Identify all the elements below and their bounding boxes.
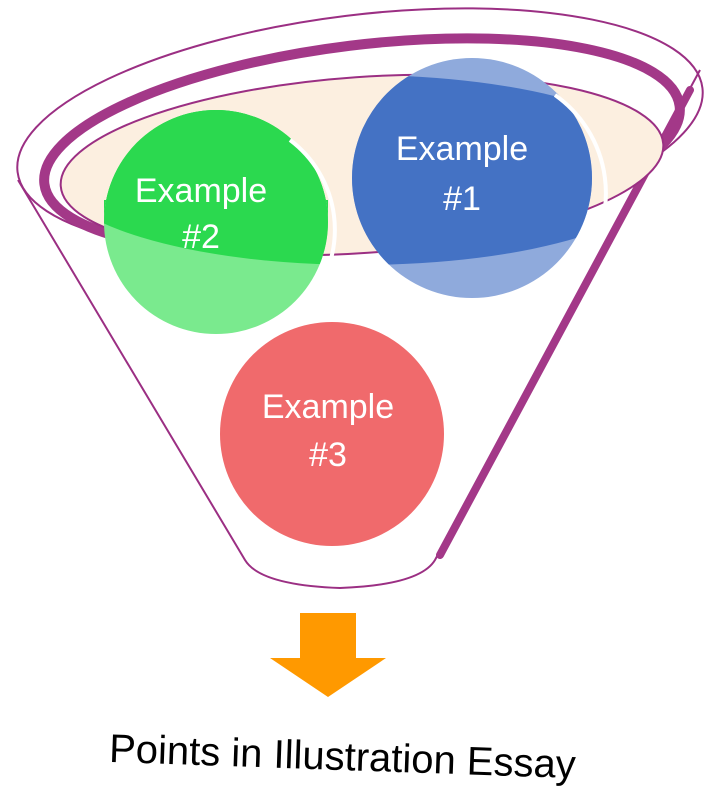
example-3-line2: #3 <box>309 436 347 474</box>
down-arrow-icon <box>270 613 386 697</box>
example-2-line1: Example <box>135 172 267 210</box>
example-1-line1: Example <box>396 130 528 168</box>
diagram-caption: Points in Illustration Essay <box>108 727 576 787</box>
example-2-line2: #2 <box>182 218 220 256</box>
example-1-line2: #1 <box>443 180 481 218</box>
example-3-line1: Example <box>262 388 394 426</box>
example-2-bubble: Example #2 <box>104 110 337 334</box>
example-1-bubble: Example #1 <box>352 58 608 298</box>
example-3-bubble: Example #3 <box>220 322 460 546</box>
